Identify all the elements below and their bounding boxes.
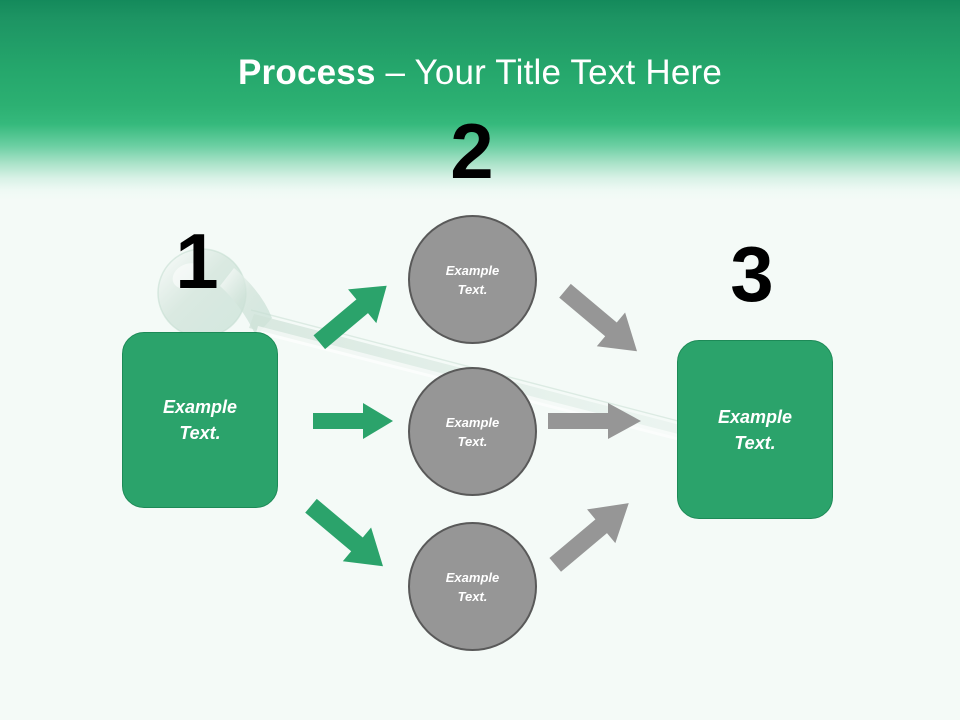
circle-bottom-line-1: Example (445, 569, 500, 585)
step-number-1: 1 (175, 217, 219, 305)
circle-top-line-2: Text. (457, 281, 488, 297)
process-circle-middle[interactable]: Example Text. (408, 367, 537, 496)
arrow-left-to-circle-bottom-icon (292, 498, 402, 574)
circle-bottom-text: Example Text. (440, 568, 505, 606)
left-box-text: Example Text. (157, 394, 243, 446)
title-strong-text: Process (238, 53, 376, 92)
step-number-3: 3 (730, 230, 774, 318)
slide-title: Process – Your Title Text Here (0, 51, 960, 95)
left-box-line-2: Text. (179, 423, 221, 443)
process-circle-top[interactable]: Example Text. (408, 215, 537, 344)
arrow-circle-middle-to-right-icon (546, 401, 644, 441)
arrow-left-to-circle-middle-icon (311, 401, 395, 441)
header-gradient-band (0, 0, 960, 200)
circle-middle-line-2: Text. (457, 433, 488, 449)
title-light-text: Your Title Text Here (414, 53, 722, 92)
circle-top-line-1: Example (445, 262, 500, 278)
right-process-box[interactable]: Example Text. (677, 340, 833, 519)
arrow-circle-top-to-right-icon (546, 283, 656, 359)
title-separator: – (375, 53, 415, 92)
arrow-left-to-circle-top-icon (303, 278, 403, 350)
circle-bottom-line-2: Text. (457, 588, 488, 604)
circle-middle-line-1: Example (445, 414, 500, 430)
step-number-2: 2 (450, 107, 494, 195)
process-circle-bottom[interactable]: Example Text. (408, 522, 537, 651)
circle-middle-text: Example Text. (440, 413, 505, 451)
right-box-line-2: Text. (734, 432, 776, 453)
arrow-circle-bottom-to-right-icon (536, 496, 648, 572)
right-box-text: Example Text. (712, 404, 798, 456)
left-box-line-1: Example (162, 397, 238, 417)
left-process-box[interactable]: Example Text. (122, 332, 278, 508)
circle-top-text: Example Text. (440, 261, 505, 299)
right-box-line-1: Example (717, 406, 793, 427)
